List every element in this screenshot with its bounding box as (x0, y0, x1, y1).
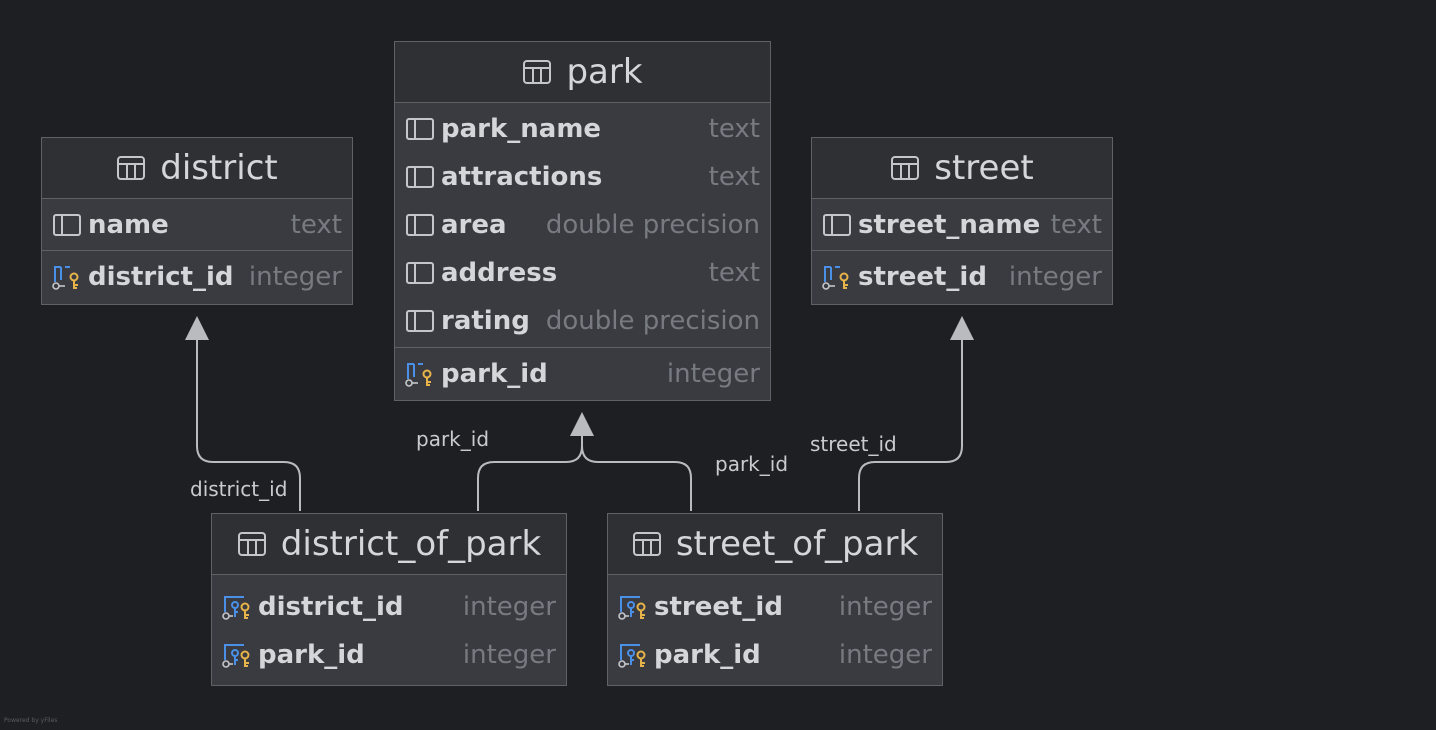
column-type: integer (838, 640, 932, 670)
column-type: text (1050, 210, 1102, 240)
primary-key-icon (822, 266, 849, 290)
column-name: district_id (258, 592, 404, 622)
column-name: rating (441, 306, 530, 336)
column-type: integer (666, 359, 760, 389)
table-header[interactable]: street (812, 138, 1112, 199)
primary-key-icon (52, 266, 79, 290)
table-icon (237, 532, 266, 556)
table-header[interactable]: district_of_park (212, 514, 566, 575)
foreign-primary-key-icon (618, 596, 646, 620)
column-icon (406, 310, 434, 332)
column-row[interactable]: park_name text (395, 105, 770, 153)
table-icon (117, 156, 146, 180)
arrowhead-street (950, 316, 974, 340)
edge-label-district-id: district_id (190, 477, 288, 501)
edge-label-street-id: street_id (810, 432, 897, 456)
key-row[interactable]: street_id integer (608, 583, 942, 631)
column-name: park_id (654, 640, 761, 670)
table-title: street (934, 148, 1034, 188)
table-street[interactable]: street street_name text street_id intege… (811, 137, 1113, 305)
table-title: district (160, 148, 278, 188)
table-header[interactable]: street_of_park (608, 514, 942, 575)
foreign-primary-key-icon (222, 596, 250, 620)
column-name: street_id (858, 262, 987, 292)
column-type: double precision (545, 306, 760, 336)
column-type: integer (838, 592, 932, 622)
table-title: street_of_park (675, 524, 919, 564)
key-row[interactable]: district_id integer (212, 583, 566, 631)
table-icon (523, 60, 552, 84)
column-icon (406, 262, 434, 284)
column-type: text (708, 258, 760, 288)
column-type: integer (248, 262, 342, 292)
table-street-of-park[interactable]: street_of_park street_id integer park_id… (607, 513, 943, 686)
column-type: text (708, 162, 760, 192)
column-row[interactable]: street_name text (812, 201, 1112, 249)
key-row[interactable]: park_id integer (212, 631, 566, 679)
column-row[interactable]: name text (42, 201, 352, 249)
table-icon (632, 532, 661, 556)
column-row[interactable]: area double precision (395, 201, 770, 249)
column-name: park_name (441, 114, 602, 144)
column-type: integer (462, 640, 556, 670)
key-row[interactable]: street_id integer (812, 253, 1112, 301)
table-icon (891, 156, 920, 180)
column-icon (53, 214, 81, 236)
column-name: name (88, 210, 169, 240)
column-row[interactable]: address text (395, 249, 770, 297)
column-name: address (441, 258, 558, 288)
edge-street-of-park-to-street[interactable] (858, 338, 963, 511)
table-header[interactable]: park (395, 42, 770, 103)
column-icon (406, 214, 434, 236)
key-row[interactable]: park_id integer (608, 631, 942, 679)
edge-street-of-park-to-park[interactable] (581, 445, 692, 511)
column-type: text (708, 114, 760, 144)
column-type: integer (1008, 262, 1102, 292)
column-name: park_id (258, 640, 365, 670)
edge-label-park-id-left: park_id (416, 427, 490, 451)
foreign-primary-key-icon (222, 644, 250, 668)
edge-district-of-park-to-district[interactable] (196, 338, 301, 511)
column-type: double precision (545, 210, 760, 240)
key-row[interactable]: district_id integer (42, 253, 352, 301)
arrowhead-district (185, 316, 209, 340)
column-row[interactable]: rating double precision (395, 297, 770, 345)
column-type: integer (462, 592, 556, 622)
edge-label-park-id-right: park_id (715, 452, 789, 476)
column-row[interactable]: attractions text (395, 153, 770, 201)
key-row[interactable]: park_id integer (395, 350, 770, 398)
column-icon (406, 118, 434, 140)
foreign-primary-key-icon (618, 644, 646, 668)
table-district[interactable]: district name text district_id integer (41, 137, 353, 305)
table-title: park (566, 52, 643, 92)
column-name: area (441, 210, 507, 240)
column-name: park_id (441, 359, 548, 389)
column-type: text (290, 210, 342, 240)
table-title: district_of_park (280, 524, 542, 564)
footer-credit: Powered by yFiles (4, 717, 58, 724)
arrowhead-park (570, 412, 594, 436)
column-name: street_name (858, 210, 1041, 240)
table-district-of-park[interactable]: district_of_park district_id integer par… (211, 513, 567, 686)
column-icon (823, 214, 851, 236)
edge-district-of-park-to-park[interactable] (477, 434, 583, 511)
column-name: attractions (441, 162, 603, 192)
table-header[interactable]: district (42, 138, 352, 199)
table-park[interactable]: park park_name text attractions text are… (394, 41, 771, 401)
column-icon (406, 166, 434, 188)
primary-key-icon (405, 363, 432, 387)
column-name: district_id (88, 262, 234, 292)
column-name: street_id (654, 592, 783, 622)
